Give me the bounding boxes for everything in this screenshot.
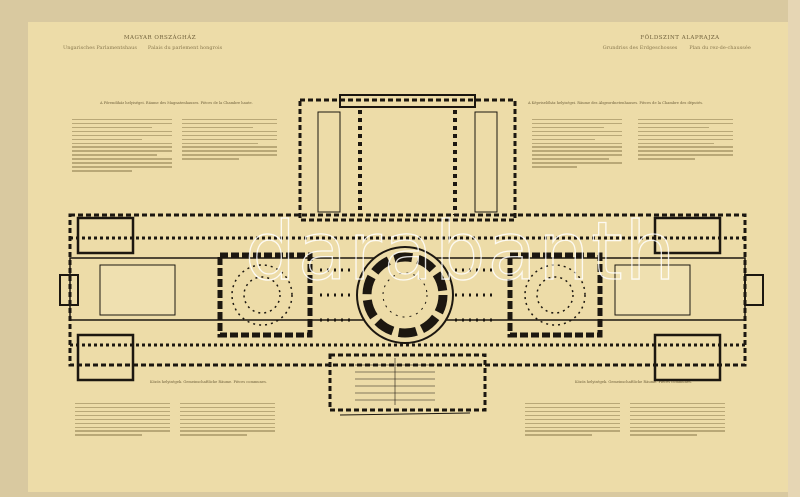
- legend-lower-house-1: [532, 116, 622, 170]
- legend-common-2: [180, 400, 275, 438]
- legend-common-4: [630, 400, 725, 438]
- header-right-subtitle-de: Grundriss des Erdgeschosses: [602, 45, 678, 51]
- upper-house-chamber: [217, 252, 313, 338]
- grand-staircase: [328, 353, 487, 412]
- caption-upper-house: A Főrendiház helyiségei. Räume des Magna…: [100, 101, 253, 105]
- caption-common-left: Közös helyiségek. Gemeinschaftliche Räum…: [150, 380, 268, 384]
- watermark: darabanth: [244, 204, 678, 298]
- caption-common-right: Közös helyiségek. Gemeinschaftliche Räum…: [575, 380, 693, 384]
- legend-common-3: [525, 400, 620, 438]
- header-left-subtitle-fr: Palais du parlement hongrois: [147, 45, 223, 51]
- header-left-title: MAGYAR ORSZÁGHÁZ: [123, 35, 197, 41]
- header-left-subtitle-de: Ungarisches Parlamentshaus: [63, 45, 137, 51]
- header-right-title: FÖLDSZINT ALAPRAJZA: [640, 35, 720, 41]
- header-right-subtitle-fr: Plan du rez-de-chaussée: [689, 45, 751, 51]
- legend-lower-house-2: [638, 116, 733, 162]
- lower-house-chamber: [507, 252, 603, 338]
- sheet-edge: [788, 0, 800, 497]
- legend-upper-house-2: [182, 116, 277, 162]
- scale-bar: [339, 412, 471, 416]
- legend-common-1: [75, 400, 170, 438]
- north-wing: [298, 98, 517, 222]
- caption-lower-house: A Képviselőház helyiségei. Räume des Abg…: [528, 101, 704, 105]
- legend-upper-house-1: [72, 116, 172, 174]
